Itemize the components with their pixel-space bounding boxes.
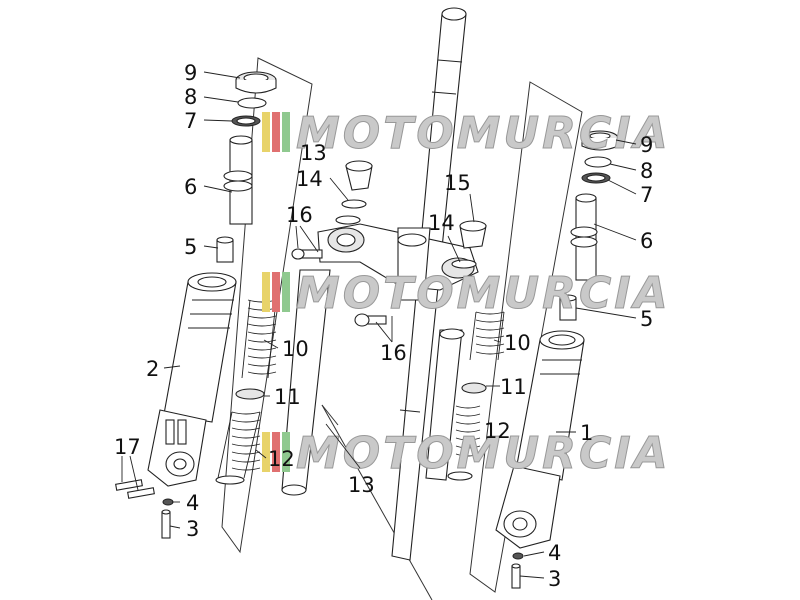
watermark-middle: MOTOMURCIA	[262, 268, 671, 320]
left-fork-slider-2	[147, 272, 237, 487]
center-oring-14b	[451, 259, 477, 269]
left-spring-10	[241, 299, 277, 379]
left-leg-panel-outline	[221, 57, 313, 554]
right-leg-panel-outline	[469, 81, 583, 593]
callout-3-left: 3	[186, 517, 199, 541]
leader-lines	[121, 71, 637, 579]
left-cap-9	[235, 71, 277, 94]
callout-7-right: 7	[640, 183, 653, 207]
callout-14-left: 14	[296, 167, 323, 191]
callout-12-right: 12	[484, 419, 511, 443]
callout-15: 15	[444, 171, 471, 195]
callout-4-right: 4	[548, 541, 561, 565]
center-spring-12b	[447, 405, 481, 481]
callout-8-right: 8	[640, 159, 653, 183]
center-panel-edge-left	[321, 404, 433, 600]
callout-16-bottom: 16	[380, 341, 407, 365]
right-washer-4	[512, 552, 524, 560]
callout-9-left: 9	[184, 61, 197, 85]
callout-7-left: 7	[184, 109, 197, 133]
watermark-text-top: MOTOMURCIA	[296, 108, 671, 159]
callout-2: 2	[146, 357, 159, 381]
center-bolt-16a	[291, 248, 323, 260]
callout-5-left: 5	[184, 235, 197, 259]
left-washer-4	[162, 498, 174, 506]
watermark-bottom: MOTOMURCIA	[262, 428, 671, 480]
callout-8-left: 8	[184, 85, 197, 109]
callout-16-top: 16	[286, 203, 313, 227]
callout-10-right: 10	[504, 331, 531, 355]
right-oring-8	[584, 156, 612, 168]
callout-13-top: 13	[300, 141, 327, 165]
right-cap-9	[581, 130, 619, 151]
center-oring-14a	[341, 199, 367, 209]
left-screw-3	[161, 509, 171, 539]
callout-labels: 9 8 7 6 5 2 17 4 3 13 14 16 10 11 12 13 …	[114, 61, 653, 591]
right-fork-slider-1	[495, 330, 585, 549]
left-spacer-5	[216, 236, 234, 263]
right-spacer-5	[559, 294, 577, 321]
left-bushing-6	[223, 135, 253, 225]
left-oring-8	[237, 97, 267, 109]
center-cap-13	[345, 160, 373, 191]
callout-5-right: 5	[640, 307, 653, 331]
center-lower-tubes	[281, 269, 465, 496]
callout-12-left: 12	[268, 447, 295, 471]
callout-6-left: 6	[184, 175, 197, 199]
watermark-text-middle: MOTOMURCIA	[296, 268, 671, 319]
left-bolts-17	[115, 479, 155, 499]
callout-1: 1	[580, 421, 593, 445]
center-cap-15	[459, 220, 487, 249]
callout-11-left: 11	[274, 385, 301, 409]
callout-6-right: 6	[640, 229, 653, 253]
left-spring-12	[215, 411, 261, 485]
watermark-text-bottom: MOTOMURCIA	[296, 428, 671, 479]
callout-14-right: 14	[428, 211, 455, 235]
callout-17: 17	[114, 435, 141, 459]
center-washer-11b	[461, 382, 487, 394]
callout-3-right: 3	[548, 567, 561, 591]
watermark-top: MOTOMURCIA	[262, 108, 671, 160]
callout-11-right: 11	[500, 375, 527, 399]
callout-10-left: 10	[282, 337, 309, 361]
right-screw-3	[511, 563, 521, 589]
callout-4-left: 4	[186, 491, 199, 515]
callout-13: 13	[348, 473, 375, 497]
center-panel-edge-top	[321, 404, 339, 426]
right-bushing-6	[570, 193, 598, 281]
fork-bridge	[317, 223, 479, 301]
callout-9-right: 9	[640, 133, 653, 157]
center-spring-10b	[469, 311, 505, 361]
center-bolt-16b	[354, 313, 387, 327]
left-washer-11	[235, 388, 265, 400]
